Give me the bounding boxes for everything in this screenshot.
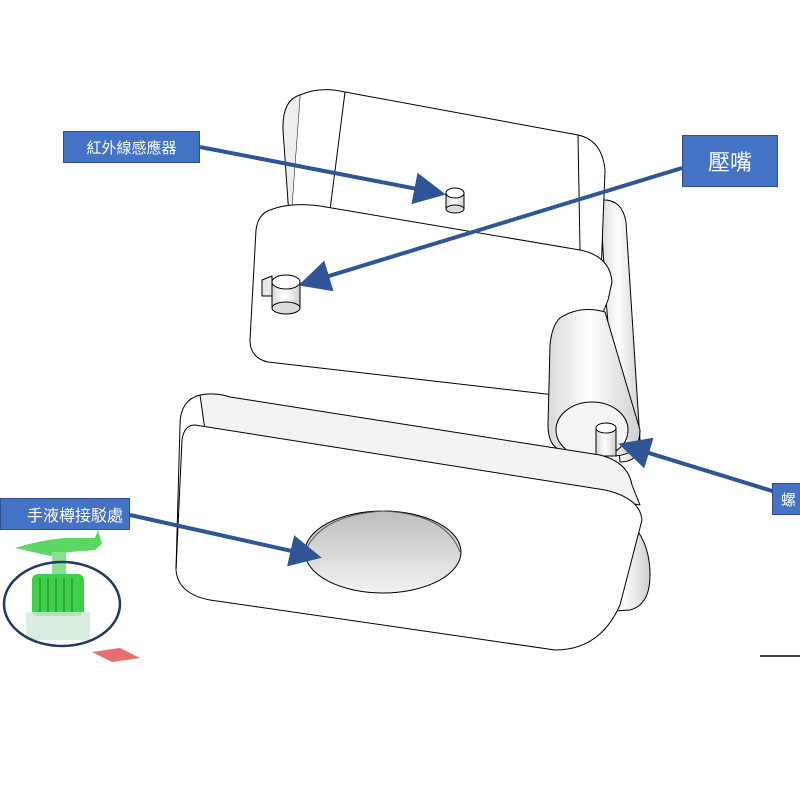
callout-nozzle: 壓嘴 [682, 135, 778, 187]
bottle-joint-hole [304, 510, 462, 594]
base-back-edge [199, 393, 641, 506]
bottle-image [2, 530, 140, 662]
bottle-highlight-circle [2, 560, 122, 648]
callout-screw: 螺 [772, 483, 800, 515]
callout-bottle-joint: 手液樽接駁處 [0, 498, 130, 530]
arrow-nozzle [298, 166, 683, 292]
lower-base [175, 393, 651, 651]
callout-ir-sensor: 紅外線感應器 [63, 131, 200, 163]
ir-sensor-part [445, 187, 465, 214]
arrow-bottle-joint [129, 513, 322, 567]
callout-nozzle-text: 壓嘴 [707, 151, 752, 176]
arrow-ir-sensor [199, 145, 446, 205]
callout-bottle-joint-text: 手液樽接駁處 [26, 506, 123, 525]
nozzle-part [261, 274, 301, 315]
bottle-neck [26, 612, 90, 640]
upper-housing [249, 89, 641, 463]
arrow-screw [618, 437, 783, 496]
pump-head [15, 530, 102, 556]
callout-ir-sensor-text: 紅外線感應器 [86, 138, 177, 157]
callout-screw-text: 螺 [781, 490, 797, 509]
